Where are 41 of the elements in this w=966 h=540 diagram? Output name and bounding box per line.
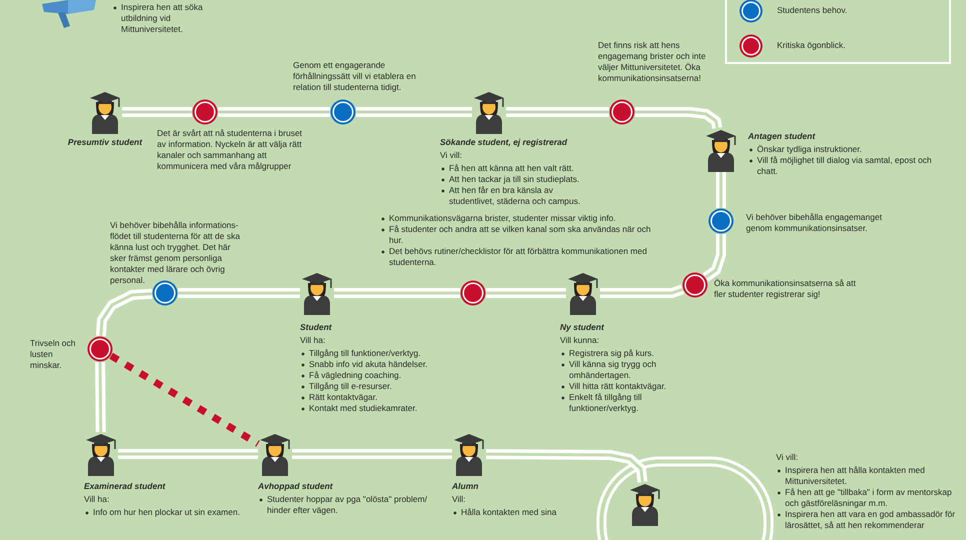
track-line — [218, 107, 330, 117]
description-text: Genom ett engagerande förhållningssätt vill vi etablera en relation till studenterna tidigt. — [293, 60, 417, 93]
persona-title: Avhoppad student — [258, 481, 334, 492]
persona-title: Examinerad student — [84, 481, 166, 492]
legend-text: Studentens behov. — [777, 5, 848, 16]
description-text: Det är svårt att nå studenterna i bruset av information. Nyckeln är att välja rätt kanaler och sammanhang att kommunicera med våra målgrupper — [157, 128, 304, 172]
persona-title: Ny student — [560, 322, 606, 333]
track-line — [600, 284, 684, 298]
track-line — [122, 107, 192, 117]
track-line — [96, 288, 152, 336]
track-line — [356, 107, 472, 117]
description-text: Vi vill: — [776, 452, 800, 463]
persona-title: Student — [300, 322, 333, 333]
bullet-item: Inspirera hen att vara en god ambassadör för lärosättet, så att hen rekommenderar — [776, 509, 958, 531]
track-line — [506, 107, 609, 117]
description-text: Vill ha: — [300, 335, 326, 346]
track-line — [716, 172, 726, 208]
track-line — [635, 107, 722, 129]
persona-title: Antagen student — [748, 131, 816, 142]
track-line — [292, 449, 452, 459]
track-line — [486, 449, 648, 483]
track-line — [118, 449, 258, 459]
description-text: Vill kunna: — [560, 335, 600, 346]
track-line — [95, 362, 106, 432]
dashed-line — [109, 352, 260, 447]
description-text: Vi behöver bibehålla engagemanget genom kommunikationsinsatser. — [746, 212, 883, 234]
description-text: Vill ha: — [84, 494, 110, 505]
track-line — [486, 288, 566, 298]
description-text: Öka kommunikationsinsatserna så att fler studenter registrerar sig! — [714, 278, 857, 300]
description-text: Vi behöver bibehålla informations-flödet till studenterna för att de ska känna lust och trygghet. Det här sker främst genom personliga kontakter med lärare och övrig personal. — [110, 220, 241, 286]
track-line — [702, 234, 726, 282]
legend-text: Kritiska ögonblick. — [777, 40, 846, 51]
track-line — [334, 288, 460, 298]
description-text: Trivseln och lusten minskar. — [30, 338, 77, 371]
track-line — [178, 288, 300, 298]
persona-title: Presumtiv student — [66, 137, 144, 148]
persona-title: Alumn — [452, 481, 480, 492]
description-text: Det finns risk att hens engagemang brister och inte väljer Mittuniversitetet. Öka kommunikationsinsatserna! — [598, 40, 707, 84]
description-text: Vill: — [452, 494, 467, 505]
description-text: Vi vill: — [440, 150, 464, 161]
persona-title: Sökande student, ej registrerad — [440, 137, 568, 148]
